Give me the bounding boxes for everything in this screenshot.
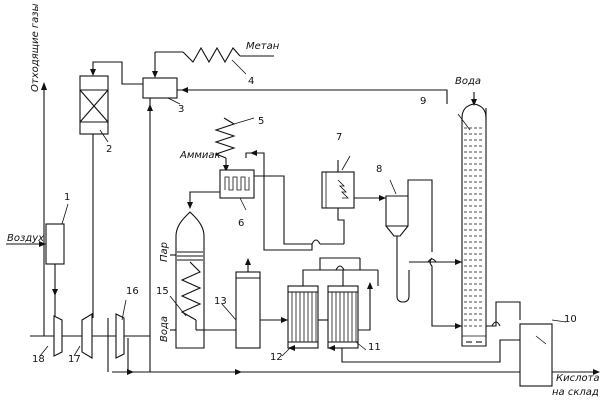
- number-5: 5: [258, 116, 264, 127]
- acid-label-2: на склад: [552, 387, 599, 398]
- absorber-9: [457, 92, 521, 347]
- number-16: 16: [126, 286, 139, 297]
- number-7: 7: [336, 132, 342, 143]
- number-8: 8: [376, 164, 382, 175]
- line-6-to-coolers: [263, 175, 313, 251]
- line-to-absorber: [177, 87, 448, 104]
- number-10: 10: [564, 314, 577, 325]
- cooler-11: [318, 282, 373, 351]
- filter-2: [79, 75, 109, 318]
- number-2: 2: [106, 144, 112, 155]
- number-6: 6: [238, 218, 244, 229]
- waste-heat-boiler-15: [169, 211, 205, 349]
- mixer-3: [142, 77, 181, 105]
- methane-heater-4: [152, 46, 274, 78]
- line-mixer-to-filter: [90, 61, 143, 85]
- cooler-12: [260, 285, 319, 357]
- acid-tank-10: [341, 319, 600, 387]
- number-1: 1: [64, 192, 70, 203]
- methane-label: Метан: [246, 41, 280, 52]
- water-left-label: Вода: [159, 316, 170, 342]
- vessel-13: [204, 258, 261, 349]
- number-18: 18: [32, 354, 45, 365]
- water-top-label: Вода: [455, 76, 481, 87]
- off-gases-label: Отходящие газы: [30, 3, 41, 92]
- number-9: 9: [420, 96, 426, 107]
- labels: Отходящие газы Метан Воздух Аммиак Вода …: [7, 3, 600, 398]
- air-filter-1: [6, 203, 69, 296]
- number-15: 15: [156, 286, 169, 297]
- number-11: 11: [368, 342, 381, 353]
- separator-8: [354, 179, 462, 329]
- acid-label-1: Кислота: [556, 373, 600, 384]
- number-3: 3: [178, 104, 184, 115]
- number-4: 4: [248, 76, 254, 87]
- ammonia-label: Аммиак: [179, 150, 221, 161]
- number-17: 17: [68, 354, 81, 365]
- number-13: 13: [214, 296, 227, 307]
- absorber-trays: [464, 127, 484, 327]
- condenser-7: [321, 155, 355, 244]
- number-12: 12: [270, 352, 283, 363]
- steam-label: Пар: [159, 242, 170, 262]
- cooler-upper-lines: [302, 239, 379, 286]
- off-gas-line: [41, 82, 47, 318]
- turbo-compressor: [30, 296, 520, 375]
- air-label: Воздух: [7, 233, 44, 244]
- numbers: 1 2 3 4 5 6 7 8 9 10 11 12 13 15 16 17 1…: [32, 76, 577, 365]
- return-line-to-mixer: [147, 98, 153, 372]
- contact-unit-6: [187, 150, 265, 211]
- ammonia-evaporator-5: [214, 117, 255, 172]
